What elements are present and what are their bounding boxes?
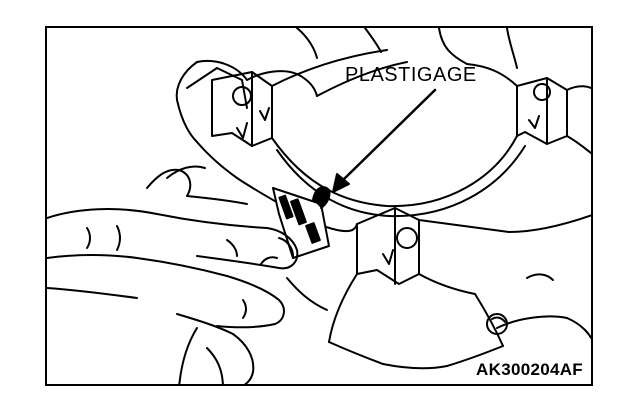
illustration	[47, 28, 591, 384]
plastigage-strip-icon	[272, 186, 331, 259]
hand-icon	[47, 165, 299, 384]
bearing-cap-icon	[175, 28, 591, 370]
figure-frame: PLASTIGAGE AK300204AF	[45, 26, 593, 386]
plastigage-label: PLASTIGAGE	[345, 64, 477, 86]
leader-arrow-icon	[332, 88, 437, 193]
figure-code: AK300204AF	[476, 360, 583, 379]
